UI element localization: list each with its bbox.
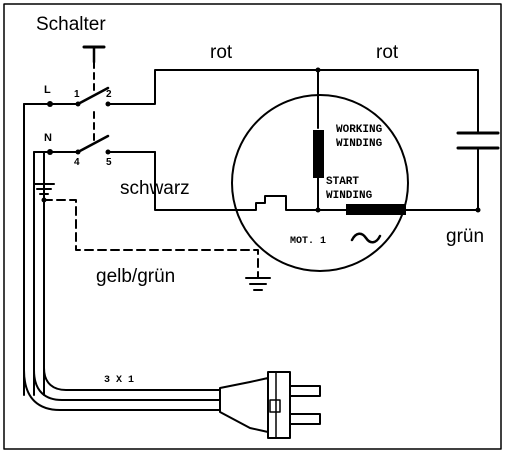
diagram-frame bbox=[3, 3, 502, 450]
cable bbox=[23, 319, 221, 411]
terminal-L: L bbox=[44, 84, 51, 96]
label-working-winding-2: WINDING bbox=[336, 138, 383, 150]
plug bbox=[219, 371, 321, 439]
terminal-5: 5 bbox=[106, 157, 112, 168]
earth-dashed-wire bbox=[43, 199, 271, 291]
label-green-right: grün bbox=[446, 226, 484, 247]
label-yellow-green: gelb/grün bbox=[96, 266, 175, 287]
switch bbox=[47, 45, 156, 155]
ac-tilde-symbol bbox=[350, 232, 382, 244]
working-winding-coil bbox=[313, 130, 324, 178]
label-start-winding-2: WINDING bbox=[326, 190, 373, 202]
terminal-1: 1 bbox=[74, 89, 80, 100]
label-cable: 3 X 1 bbox=[104, 375, 134, 386]
label-black: schwarz bbox=[120, 178, 190, 199]
label-red-right: rot bbox=[376, 42, 399, 63]
label-working-winding-1: WORKING bbox=[336, 124, 383, 136]
start-winding-coil bbox=[346, 204, 406, 215]
capacitor bbox=[456, 117, 500, 211]
terminal-2: 2 bbox=[106, 89, 112, 100]
red-wire bbox=[117, 67, 479, 129]
terminal-N: N bbox=[44, 132, 52, 144]
label-red-left: rot bbox=[210, 42, 233, 63]
label-start-winding-1: START bbox=[326, 176, 359, 188]
terminal-4: 4 bbox=[74, 157, 80, 168]
motor bbox=[154, 94, 481, 272]
label-motor: MOT. 1 bbox=[290, 236, 326, 247]
switch-title: Schalter bbox=[36, 14, 106, 35]
left-conductors bbox=[23, 103, 55, 396]
